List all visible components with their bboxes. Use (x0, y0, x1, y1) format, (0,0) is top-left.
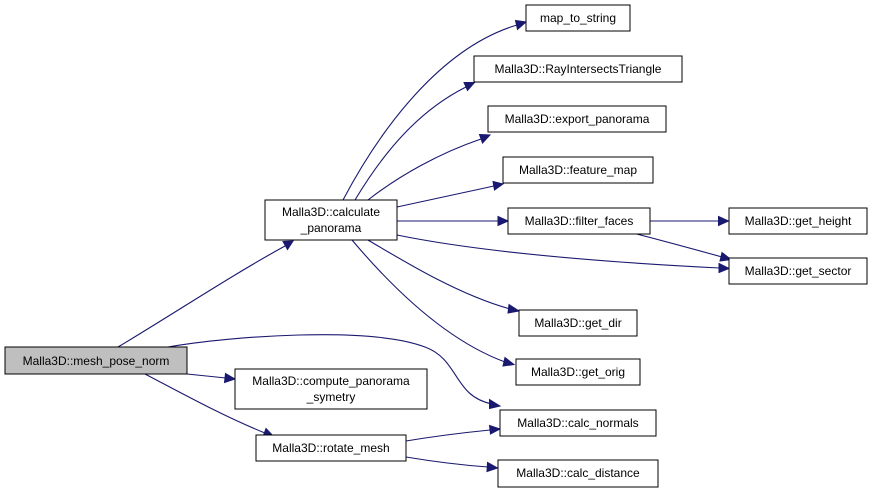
edge-calculate-panorama-to-get-sector (396, 234, 731, 274)
node-label: Malla3D::mesh_pose_norm (23, 354, 170, 368)
node-compute-panorama-symetry[interactable]: Malla3D::compute_panorama _symetry (234, 368, 428, 410)
node-label-line-2: _symetry (306, 390, 356, 404)
node-get-height[interactable]: Malla3D::get_height (728, 207, 868, 235)
node-label: Malla3D::get_dir (534, 316, 621, 330)
node-feature-map[interactable]: Malla3D::feature_map (502, 156, 654, 184)
node-label-line-2: _panorama (300, 221, 362, 235)
edge-rotate-mesh-to-calc-distance (405, 456, 499, 473)
node-calculate-panorama[interactable]: Malla3D::calculate _panorama (264, 199, 398, 241)
function-nodes: Malla3D::mesh_pose_norm Malla3D::calcula… (4, 4, 868, 488)
edge-mesh-pose-norm-to-calculate-panorama (117, 240, 294, 348)
node-map-to-string[interactable]: map_to_string (525, 4, 631, 32)
node-label-line-1: Malla3D::calculate (282, 205, 380, 219)
node-calc-distance[interactable]: Malla3D::calc_distance (497, 459, 659, 488)
node-label: Malla3D::get_sector (745, 264, 852, 278)
node-label: Malla3D::rotate_mesh (272, 441, 389, 455)
node-label: Malla3D::RayIntersectsTriangle (495, 62, 662, 76)
node-get-dir[interactable]: Malla3D::get_dir (518, 309, 638, 337)
node-label: Malla3D::get_orig (531, 365, 625, 379)
edge-calculate-panorama-to-get-dir (367, 239, 521, 314)
node-label: Malla3D::feature_map (519, 163, 637, 177)
node-label: map_to_string (540, 11, 616, 25)
edge-calculate-panorama-to-ray-intersects-triangle (354, 82, 476, 201)
edge-calculate-panorama-to-export-panorama (367, 133, 492, 201)
node-label: Malla3D::filter_faces (525, 214, 634, 228)
edge-rotate-mesh-to-calc-normals (405, 424, 502, 442)
node-label-line-1: Malla3D::compute_panorama (252, 374, 410, 388)
edge-mesh-pose-norm-to-compute-panorama-symetry (186, 372, 237, 384)
node-get-sector[interactable]: Malla3D::get_sector (728, 257, 868, 285)
edge-calculate-panorama-to-filter-faces (397, 215, 510, 227)
node-ray-intersects-triangle[interactable]: Malla3D::RayIntersectsTriangle (473, 55, 683, 83)
edge-filter-faces-to-get-sector (632, 232, 733, 262)
node-rotate-mesh[interactable]: Malla3D::rotate_mesh (255, 434, 407, 462)
node-label: Malla3D::export_panorama (505, 112, 650, 126)
node-label: Malla3D::calc_distance (516, 466, 640, 480)
node-export-panorama[interactable]: Malla3D::export_panorama (487, 105, 667, 133)
node-get-orig[interactable]: Malla3D::get_orig (515, 358, 641, 386)
node-label: Malla3D::calc_normals (517, 416, 638, 430)
edge-calculate-panorama-to-map-to-string (342, 19, 528, 201)
edge-calculate-panorama-to-get-orig (351, 239, 516, 367)
edge-filter-faces-to-get-height (650, 215, 730, 227)
edge-calculate-panorama-to-feature-map (396, 180, 505, 208)
node-calc-normals[interactable]: Malla3D::calc_normals (499, 409, 657, 437)
node-mesh-pose-norm[interactable]: Malla3D::mesh_pose_norm (4, 346, 188, 375)
node-filter-faces[interactable]: Malla3D::filter_faces (507, 207, 651, 235)
edge-mesh-pose-norm-to-calc-normals (167, 334, 502, 410)
node-label: Malla3D::get_height (745, 214, 852, 228)
